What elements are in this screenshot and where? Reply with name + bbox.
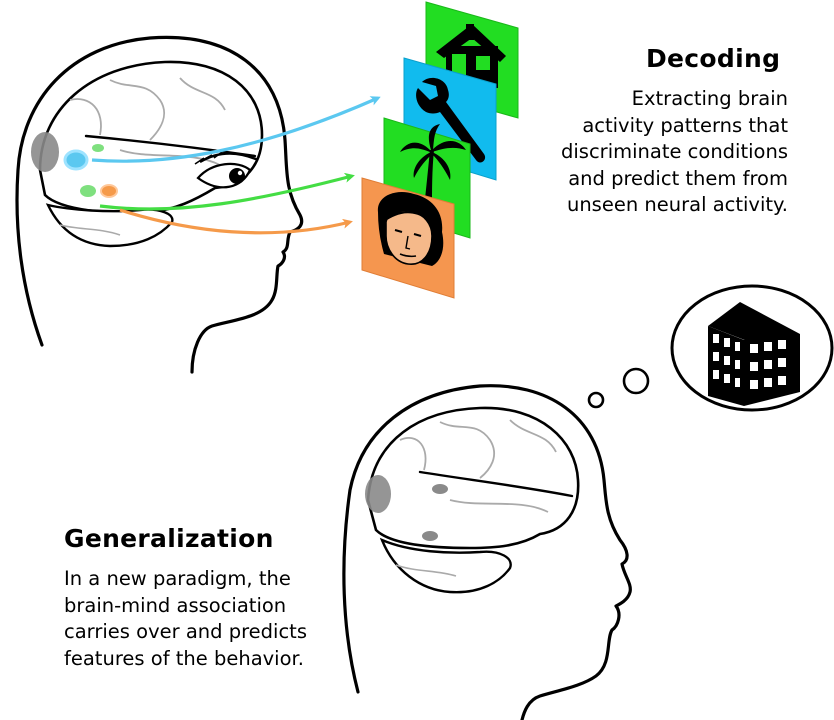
green-arrow (99, 172, 355, 211)
decoding-description: Extracting brain activity patterns that … (561, 86, 788, 219)
decoding-title: Decoding (646, 44, 781, 73)
decoding-line: Extracting brain (631, 87, 788, 110)
building-icon (708, 302, 800, 406)
decoding-line: and predict them from (568, 166, 788, 190)
generalization-line: carries over and predicts (64, 620, 307, 643)
generalization-title: Generalization (64, 524, 274, 553)
generalization-description: In a new paradigm, the brain-mind associ… (64, 566, 307, 672)
orange-activation (100, 184, 118, 198)
visual-cortex-blob (31, 132, 59, 172)
eye-icon (194, 151, 259, 189)
palm-tree-icon (400, 124, 466, 208)
decoding-line: discriminate conditions (561, 140, 788, 163)
decoding-line: activity patterns that (582, 113, 788, 137)
visual-cortex-blob-bottom (365, 475, 391, 513)
wrench-icon (416, 77, 486, 163)
generalization-line: brain-mind association (64, 593, 287, 617)
card-face (361, 177, 455, 299)
generalization-line: In a new paradigm, the (64, 567, 291, 590)
brain-bottom (365, 406, 580, 594)
generalization-line: features of the behavior. (64, 646, 304, 670)
blue-arrow (91, 96, 381, 163)
face-icon (377, 192, 444, 266)
orange-arrow (119, 208, 353, 235)
gray-activation-upper (432, 484, 448, 494)
blue-activation (63, 149, 89, 171)
green-activation (80, 185, 96, 197)
decoding-line: unseen neural activity. (566, 193, 788, 216)
gray-activation-lower (422, 531, 438, 541)
